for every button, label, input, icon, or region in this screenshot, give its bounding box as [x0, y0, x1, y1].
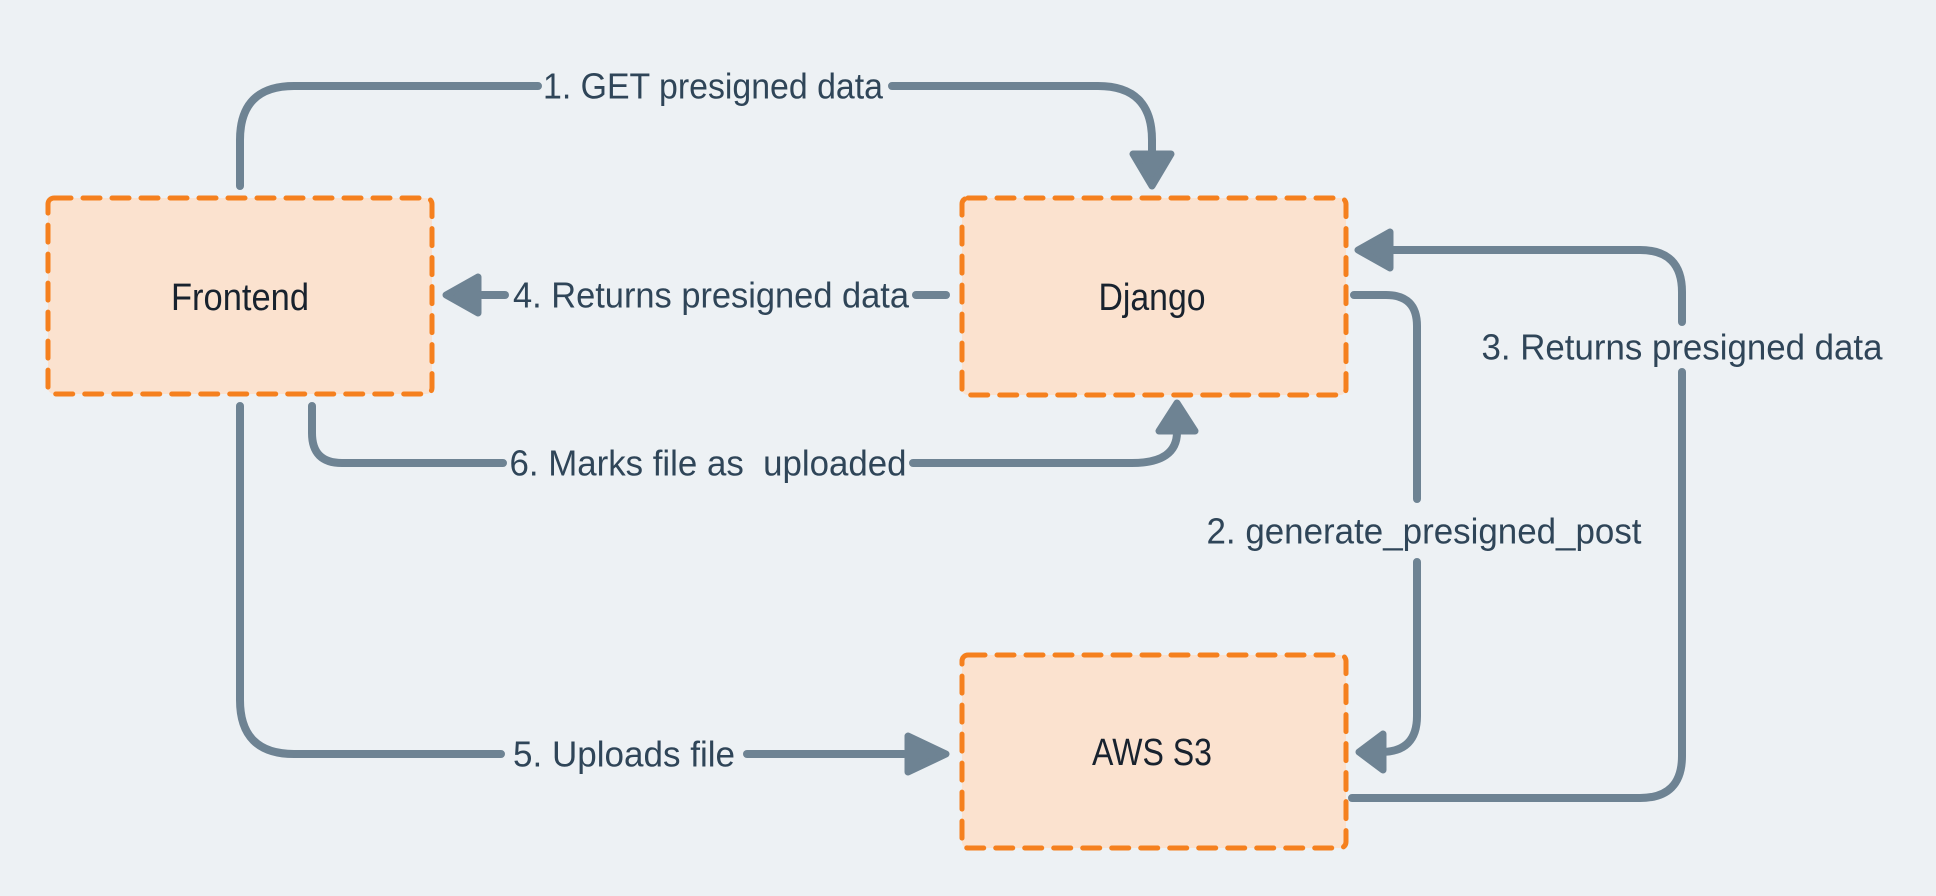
arrowhead-left-icon: [1355, 730, 1387, 774]
edge-step1-label: 1. GET presigned data: [543, 66, 884, 107]
edge-step2-segment-end: [1377, 558, 1421, 756]
edge-step6-label: 6. Marks file as uploaded: [510, 443, 907, 484]
edge-step2-generate-presigned-post: 2. generate_presigned_post: [1207, 291, 1642, 774]
edge-step1-get-presigned-data: 1. GET presigned data: [236, 66, 1175, 190]
edge-step5-label: 5. Uploads file: [513, 734, 735, 775]
node-frontend-box: [45, 195, 435, 397]
arrowhead-left-icon: [442, 273, 482, 317]
node-aws-s3-box: [959, 652, 1349, 851]
edge-step4-returns-presigned-data: 4. Returns presigned data: [442, 273, 950, 317]
arrowhead-up-icon: [1155, 399, 1199, 435]
edge-step2-label: 2. generate_presigned_post: [1207, 511, 1642, 552]
edge-step2-segment-start: [1350, 291, 1421, 503]
edge-step5-uploads-file: 5. Uploads file: [236, 402, 950, 776]
edge-step6-marks-file-uploaded: 6. Marks file as uploaded: [308, 399, 1199, 484]
edge-step6-segment-start: [308, 402, 507, 467]
edge-step3-label: 3. Returns presigned data: [1482, 327, 1884, 368]
arrowhead-left-icon: [1354, 228, 1394, 272]
arrowhead-right-icon: [904, 732, 950, 776]
node-aws-s3-label: AWS S3: [1092, 732, 1212, 774]
edge-step3-segment-end: [1388, 246, 1686, 326]
edge-step3-segment-start: [1348, 368, 1686, 802]
edge-step1-segment-start: [236, 82, 542, 190]
edge-step5-segment-start: [236, 402, 505, 758]
node-django: Django: [959, 195, 1349, 398]
node-aws-s3: AWS S3: [959, 652, 1349, 851]
edge-step6-segment-end: [909, 428, 1181, 467]
node-frontend: Frontend: [45, 195, 435, 397]
node-django-label: Django: [1099, 277, 1206, 319]
edge-step3-returns-presigned-data: 3. Returns presigned data: [1348, 228, 1884, 802]
node-frontend-label: Frontend: [171, 277, 309, 319]
arrowhead-down-icon: [1129, 150, 1175, 190]
node-django-box: [959, 195, 1349, 398]
edge-step1-segment-end: [888, 82, 1156, 160]
edge-step4-label: 4. Returns presigned data: [513, 275, 910, 316]
